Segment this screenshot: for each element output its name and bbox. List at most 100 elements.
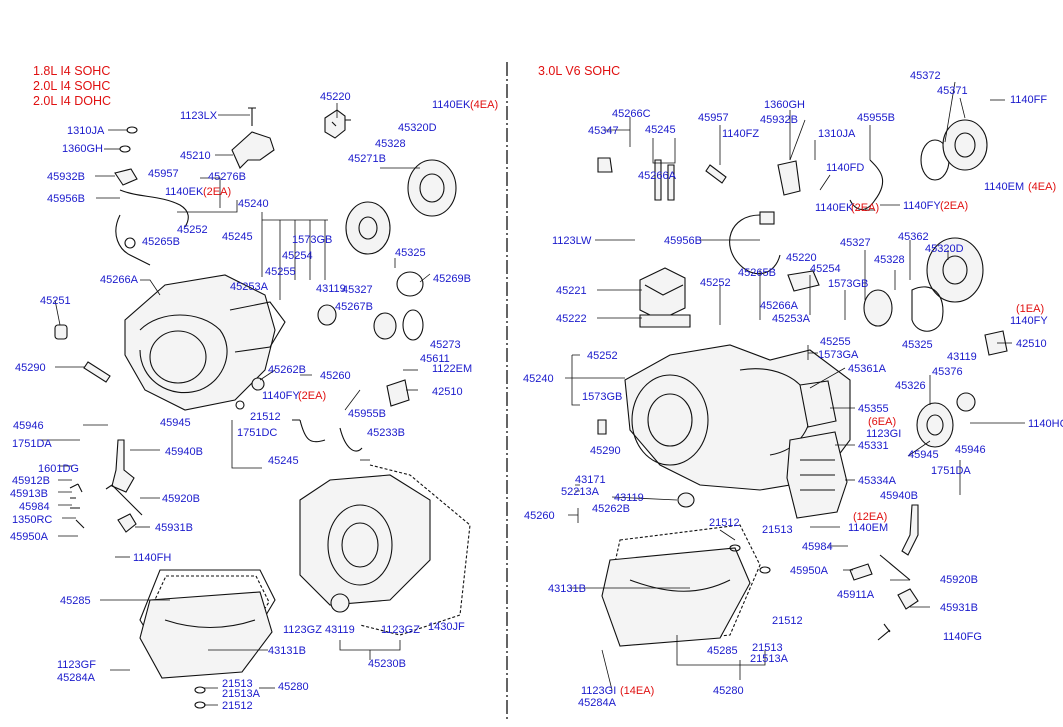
part-label[interactable]: 45912B: [12, 475, 50, 487]
part-label[interactable]: 45334A: [858, 475, 897, 487]
part-label[interactable]: 45266A: [638, 170, 677, 182]
part-label[interactable]: 45371: [937, 85, 968, 97]
part-label[interactable]: 45957: [148, 168, 179, 180]
part-label[interactable]: 45253A: [230, 281, 269, 293]
part-label[interactable]: 45222: [556, 313, 587, 325]
part-label[interactable]: 45220: [320, 91, 351, 103]
part-label[interactable]: 45276B: [208, 171, 246, 183]
part-label[interactable]: 45957: [698, 112, 729, 124]
part-label[interactable]: 45327: [840, 237, 871, 249]
part-label[interactable]: 45262B: [268, 364, 306, 376]
part-label[interactable]: 42510: [432, 386, 463, 398]
part-label[interactable]: 45266A: [760, 300, 799, 312]
part-label[interactable]: 21512: [709, 517, 740, 529]
part-label[interactable]: 45290: [15, 362, 46, 374]
part-label[interactable]: 45328: [874, 254, 905, 266]
part-label[interactable]: 43119: [614, 492, 644, 504]
part-label[interactable]: 1573GB: [292, 234, 332, 246]
part-label[interactable]: 1360GH: [764, 99, 805, 111]
part-label[interactable]: 45267B: [335, 301, 373, 313]
part-label[interactable]: 45950A: [10, 531, 49, 543]
part-label[interactable]: 45950A: [790, 565, 829, 577]
part-label[interactable]: 1140FF: [1010, 94, 1047, 106]
part-label[interactable]: 45320D: [925, 243, 964, 255]
part-label[interactable]: 1140EK: [432, 99, 471, 111]
part-label[interactable]: 45920B: [162, 493, 200, 505]
part-label[interactable]: 45240: [523, 373, 554, 385]
part-label[interactable]: 45362: [898, 231, 929, 243]
part-label[interactable]: 42510: [1016, 338, 1047, 350]
part-label[interactable]: 45266C: [612, 108, 651, 120]
part-label[interactable]: 1123LW: [552, 235, 592, 247]
part-label[interactable]: 45361A: [848, 363, 887, 375]
part-label[interactable]: 43119: [316, 283, 346, 295]
part-label[interactable]: 45285: [707, 645, 738, 657]
part-label[interactable]: 52213A: [561, 486, 600, 498]
part-label[interactable]: 1140FY: [1010, 315, 1048, 327]
part-label[interactable]: 1140FZ: [722, 128, 759, 140]
part-label[interactable]: 45956B: [47, 193, 85, 205]
part-label[interactable]: 45255: [820, 336, 851, 348]
part-label[interactable]: 45284A: [578, 697, 617, 709]
part-label[interactable]: 1140FY: [903, 200, 941, 212]
part-label[interactable]: 45320D: [398, 122, 437, 134]
part-label[interactable]: 1310JA: [67, 125, 105, 137]
part-label[interactable]: 1140FG: [943, 631, 982, 643]
part-label[interactable]: 45245: [222, 231, 253, 243]
part-label[interactable]: 1751DA: [12, 438, 52, 450]
part-label[interactable]: 1140EM: [984, 181, 1024, 193]
part-label[interactable]: 45955B: [348, 408, 386, 420]
part-label[interactable]: 45955B: [857, 112, 895, 124]
part-label[interactable]: 1122EM: [432, 363, 472, 375]
part-label[interactable]: 1140EM: [848, 522, 888, 534]
part-label[interactable]: 43131B: [548, 583, 586, 595]
part-label[interactable]: 1140FH: [133, 552, 171, 564]
part-label[interactable]: 45269B: [433, 273, 471, 285]
part-label[interactable]: 45376: [932, 366, 963, 378]
part-label[interactable]: 45347: [588, 125, 619, 137]
part-label[interactable]: 1350RC: [12, 514, 52, 526]
part-label[interactable]: 21512: [772, 615, 803, 627]
part-label[interactable]: 45240: [238, 198, 269, 210]
part-label[interactable]: 45331: [858, 440, 889, 452]
part-label[interactable]: 45252: [700, 277, 731, 289]
part-label[interactable]: 1123GZ: [283, 624, 322, 636]
part-label[interactable]: 45245: [268, 455, 299, 467]
part-label[interactable]: 45233B: [367, 427, 405, 439]
part-label[interactable]: 43119: [947, 351, 977, 363]
part-label[interactable]: 45932B: [760, 114, 798, 126]
part-label[interactable]: 43119: [325, 624, 355, 636]
part-label[interactable]: 45327: [342, 284, 373, 296]
part-label[interactable]: 21512: [250, 411, 281, 423]
part-label[interactable]: 1140HC: [1028, 418, 1063, 430]
part-label[interactable]: 45271B: [348, 153, 386, 165]
part-label[interactable]: 45260: [524, 510, 555, 522]
part-label[interactable]: 45251: [40, 295, 71, 307]
part-label[interactable]: 45254: [810, 263, 841, 275]
part-label[interactable]: 45220: [786, 252, 817, 264]
part-label[interactable]: 45940B: [880, 490, 918, 502]
part-label[interactable]: 45265B: [738, 267, 776, 279]
part-label[interactable]: 45945: [160, 417, 191, 429]
part-label[interactable]: 45946: [955, 444, 986, 456]
part-label[interactable]: 1123GI: [866, 428, 901, 440]
part-label[interactable]: 45252: [587, 350, 618, 362]
part-label[interactable]: 45931B: [155, 522, 193, 534]
part-label[interactable]: 45984: [19, 501, 50, 513]
part-label[interactable]: 45931B: [940, 602, 978, 614]
part-label[interactable]: 1140EK: [165, 186, 204, 198]
part-label[interactable]: 45984: [802, 541, 833, 553]
part-label[interactable]: 1140FY: [262, 390, 300, 402]
part-label[interactable]: 1123GF: [57, 659, 96, 671]
part-label[interactable]: 45355: [858, 403, 889, 415]
part-label[interactable]: 1573GB: [582, 391, 622, 403]
part-label[interactable]: 1123GI: [581, 685, 616, 697]
part-label[interactable]: 21512: [222, 700, 253, 712]
part-label[interactable]: 21513A: [750, 653, 789, 665]
part-label[interactable]: 45210: [180, 150, 211, 162]
part-label[interactable]: 45945: [908, 449, 939, 461]
part-label[interactable]: 45253A: [772, 313, 811, 325]
part-label[interactable]: 45328: [375, 138, 406, 150]
part-label[interactable]: 45913B: [10, 488, 48, 500]
part-label[interactable]: 21513: [762, 524, 793, 536]
